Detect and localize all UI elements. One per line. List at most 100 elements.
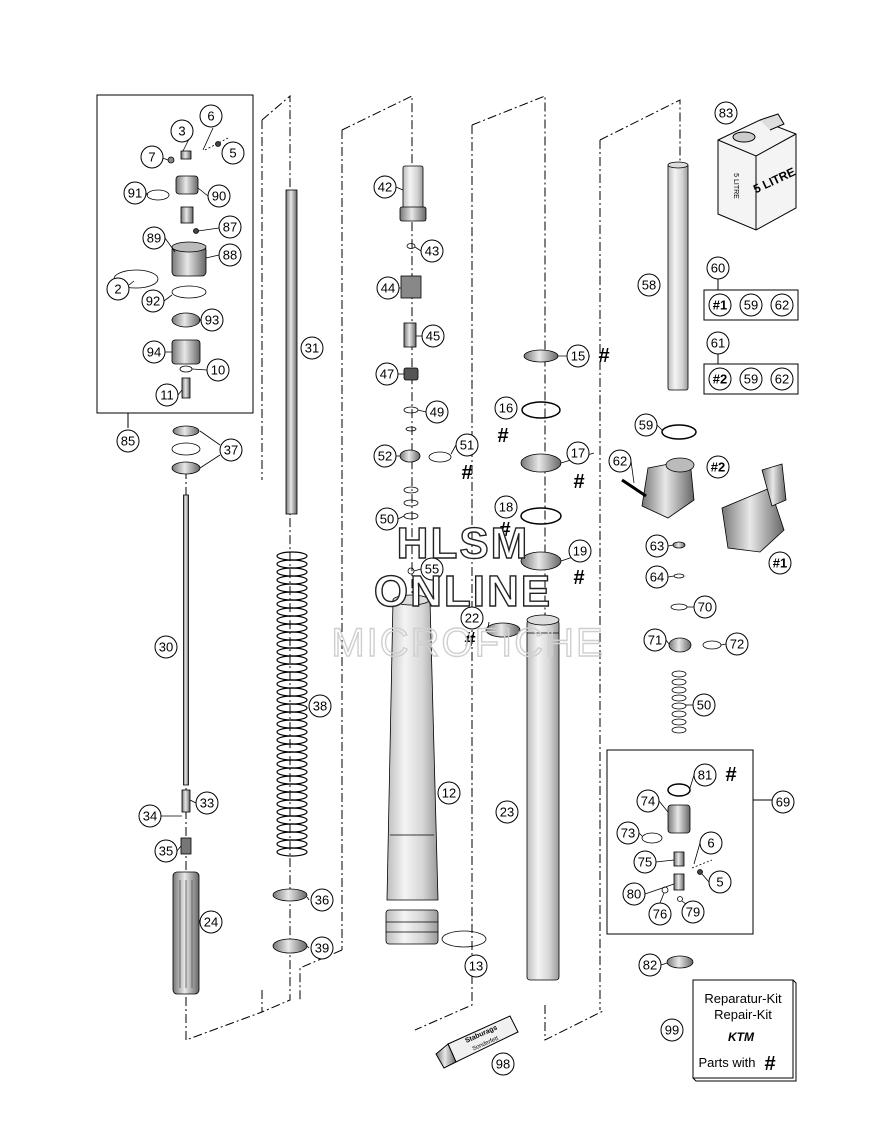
callout-87: 87 bbox=[218, 215, 242, 239]
callout-15: 15 bbox=[566, 344, 590, 368]
part-47-nut bbox=[403, 367, 419, 381]
callout-number: 13 bbox=[469, 959, 483, 974]
repair-kit-parts-with: Parts with bbox=[698, 1055, 755, 1070]
leader-line bbox=[191, 368, 208, 371]
leader-line bbox=[417, 409, 427, 413]
part-6-pin-b bbox=[691, 859, 713, 869]
spring-coil bbox=[276, 743, 308, 753]
callout-circle bbox=[636, 789, 660, 813]
part-37-washer-b bbox=[171, 442, 201, 456]
part-92-circlip bbox=[171, 285, 207, 299]
callout-23: 23 bbox=[495, 800, 519, 824]
callout-89: 89 bbox=[142, 226, 166, 250]
callout-circle bbox=[437, 781, 461, 805]
kit-box-61 bbox=[703, 363, 799, 395]
callout-circle bbox=[495, 800, 519, 824]
shim bbox=[671, 678, 687, 686]
callout-number: 47 bbox=[380, 367, 394, 382]
leader-line bbox=[199, 430, 221, 446]
part-5-ball bbox=[215, 141, 221, 147]
callout-circle bbox=[138, 804, 162, 828]
part-12-foot bbox=[385, 909, 439, 945]
spring-coil bbox=[276, 839, 308, 849]
callout-circle bbox=[638, 953, 662, 977]
callout-circle bbox=[141, 289, 165, 313]
hash-mark: # bbox=[598, 345, 609, 367]
kit60-item: #1 bbox=[708, 293, 732, 317]
spring-coil bbox=[276, 791, 308, 801]
callout-number: 5 bbox=[229, 146, 236, 161]
callout-number: 34 bbox=[143, 809, 157, 824]
leader-line bbox=[163, 294, 173, 302]
callout-82: 82 bbox=[638, 953, 662, 977]
callout-number: 91 bbox=[128, 186, 142, 201]
callout-circle bbox=[643, 628, 667, 652]
callout-number: 3 bbox=[178, 124, 185, 139]
part-43-ring bbox=[406, 243, 416, 249]
callout-73: 73 bbox=[616, 821, 640, 845]
part-18-ring bbox=[520, 507, 562, 525]
frame-outer-left bbox=[414, 125, 473, 1031]
part-39-washer bbox=[272, 938, 308, 954]
callout-number: 11 bbox=[160, 388, 174, 403]
leader-line bbox=[656, 424, 663, 431]
callout-35: 35 bbox=[154, 839, 178, 863]
callout-5: 5 bbox=[708, 870, 732, 894]
cartridge-parts bbox=[385, 165, 487, 948]
callout-number: 93 bbox=[205, 313, 219, 328]
callout-number: 94 bbox=[147, 345, 161, 360]
ktm-logo: KTM bbox=[728, 1030, 755, 1044]
callout-number: 45 bbox=[426, 329, 440, 344]
part-74-base-valve bbox=[667, 804, 691, 834]
part-axle-clamp-2-top bbox=[665, 457, 695, 473]
part-37-washer-c bbox=[171, 461, 201, 475]
leader-line bbox=[667, 544, 674, 547]
spring-coil bbox=[276, 831, 308, 841]
leader-line bbox=[306, 945, 310, 949]
kit-item-label: 62 bbox=[775, 372, 789, 387]
callout-6: 6 bbox=[199, 104, 223, 128]
callout-42: 42 bbox=[373, 175, 397, 199]
callout-number: 5 bbox=[716, 875, 723, 890]
part-23-outer-tube bbox=[526, 619, 560, 981]
callout-93: 93 bbox=[200, 308, 224, 332]
spring-coil bbox=[276, 551, 308, 561]
bracket-label-1-circle bbox=[768, 551, 792, 575]
callout-number: 2 bbox=[114, 282, 121, 297]
callout-number: 59 bbox=[639, 418, 653, 433]
callout-11: 11 bbox=[155, 383, 179, 407]
spring-coil bbox=[276, 575, 308, 585]
callout-circle bbox=[494, 495, 518, 519]
callout-circle bbox=[464, 954, 488, 978]
callout-circle bbox=[199, 910, 223, 934]
spring-coil bbox=[276, 663, 308, 673]
callout-number: 75 bbox=[638, 855, 652, 870]
part-44-spring bbox=[400, 275, 422, 299]
callout-number: 72 bbox=[730, 637, 744, 652]
shim bbox=[671, 694, 687, 702]
callout-number: 6 bbox=[707, 836, 714, 851]
part-16-circlip bbox=[521, 401, 561, 419]
callout-44: 44 bbox=[376, 276, 400, 300]
callout-circle bbox=[154, 635, 178, 659]
callout-36: 36 bbox=[310, 888, 334, 912]
part-93-washer bbox=[171, 312, 201, 328]
bracket-label-1: #1 bbox=[773, 556, 787, 571]
watermark-line3: MICROFICHE bbox=[331, 621, 604, 665]
spring-coil bbox=[276, 655, 308, 665]
callout-number: 23 bbox=[500, 805, 514, 820]
spring-coil bbox=[276, 591, 308, 601]
callout-number: 73 bbox=[621, 826, 635, 841]
oil-can: 5 LITRE 5 LITRE bbox=[717, 113, 798, 231]
part-51-ring bbox=[428, 451, 452, 463]
callout-circle bbox=[714, 101, 738, 125]
callout-circle bbox=[637, 273, 661, 297]
callout-number: 49 bbox=[430, 405, 444, 420]
spring-coil bbox=[276, 735, 308, 745]
callout-number: 31 bbox=[305, 341, 319, 356]
callout-number: 52 bbox=[378, 449, 392, 464]
callout-81: 81 bbox=[693, 763, 717, 787]
callout-number: 61 bbox=[711, 336, 725, 351]
leader-line bbox=[177, 389, 183, 396]
leader-line bbox=[658, 800, 669, 813]
